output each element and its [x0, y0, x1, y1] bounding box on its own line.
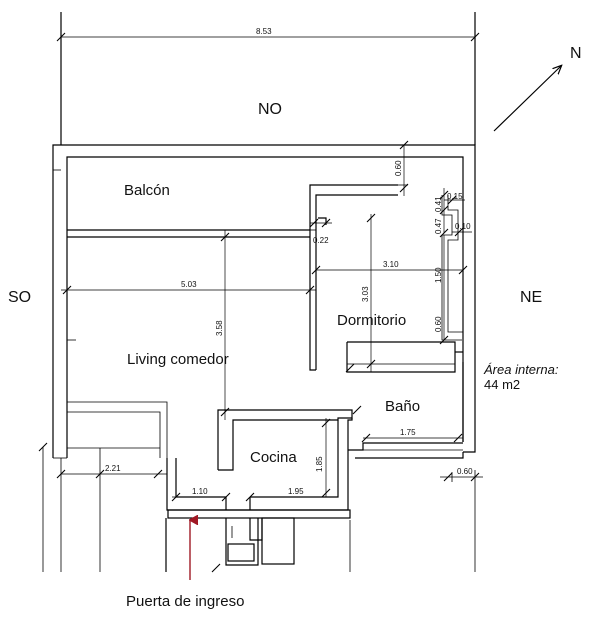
bathroom-walls [348, 442, 464, 459]
dim-text-022: 0.22 [313, 236, 329, 245]
entrance-marker: Puerta de ingreso [126, 520, 244, 610]
lower-left-lines [60, 448, 101, 572]
lot-lines [42, 12, 476, 572]
dim-text-110: 1.10 [192, 487, 208, 496]
dim-text-015: 0.15 [447, 192, 463, 201]
room-label-balcony: Balcón [124, 182, 170, 199]
dim-text-221: 2.21 [105, 464, 121, 473]
dim-text-lot-width: 8.53 [256, 27, 272, 36]
room-label-bathroom: Baño [385, 398, 420, 415]
dim-text-041: 0.41 [434, 196, 443, 212]
north-arrow: N [493, 45, 582, 132]
dim-text-living-width: 5.03 [181, 280, 197, 289]
dim-text-150: 1.50 [434, 267, 443, 283]
entrance-blocks [165, 509, 351, 572]
dim-text-bedroom-depth: 3.03 [361, 286, 370, 302]
dim-text-bedroom-width: 3.10 [383, 260, 399, 269]
dim-text-010: 0.10 [455, 222, 471, 231]
dimension-lines [38, 140, 483, 573]
exterior-walls [52, 144, 476, 459]
balcony-rail [67, 229, 310, 238]
orientation-no: NO [258, 101, 282, 118]
dim-text-060-c: 0.60 [457, 467, 473, 476]
north-arrow-line [493, 66, 561, 132]
room-label-living-dining: Living comedor [127, 351, 229, 368]
dim-text-living-depth: 3.58 [215, 320, 224, 336]
dim-text-balcony-depth: 0.60 [394, 160, 403, 176]
entrance-label: Puerta de ingreso [126, 593, 244, 610]
area-note-line2: 44 m2 [484, 377, 520, 392]
dim-text-047: 0.47 [434, 218, 443, 234]
living-details [67, 339, 168, 458]
dim-text-bath-width: 1.75 [400, 428, 416, 437]
room-label-kitchen: Cocina [250, 449, 297, 466]
area-note-line1: Área interna: [483, 362, 559, 377]
north-label: N [570, 45, 582, 62]
room-label-bedroom: Dormitorio [337, 312, 406, 329]
dim-text-195: 1.95 [288, 487, 304, 496]
dim-text-060-b: 0.60 [434, 316, 443, 332]
dim-lot-width [56, 32, 480, 42]
dim-text-kitchen-depth: 1.85 [315, 456, 324, 472]
orientation-so: SO [8, 289, 31, 306]
orientation-ne: NE [520, 289, 542, 306]
bedroom-walls [309, 184, 464, 442]
